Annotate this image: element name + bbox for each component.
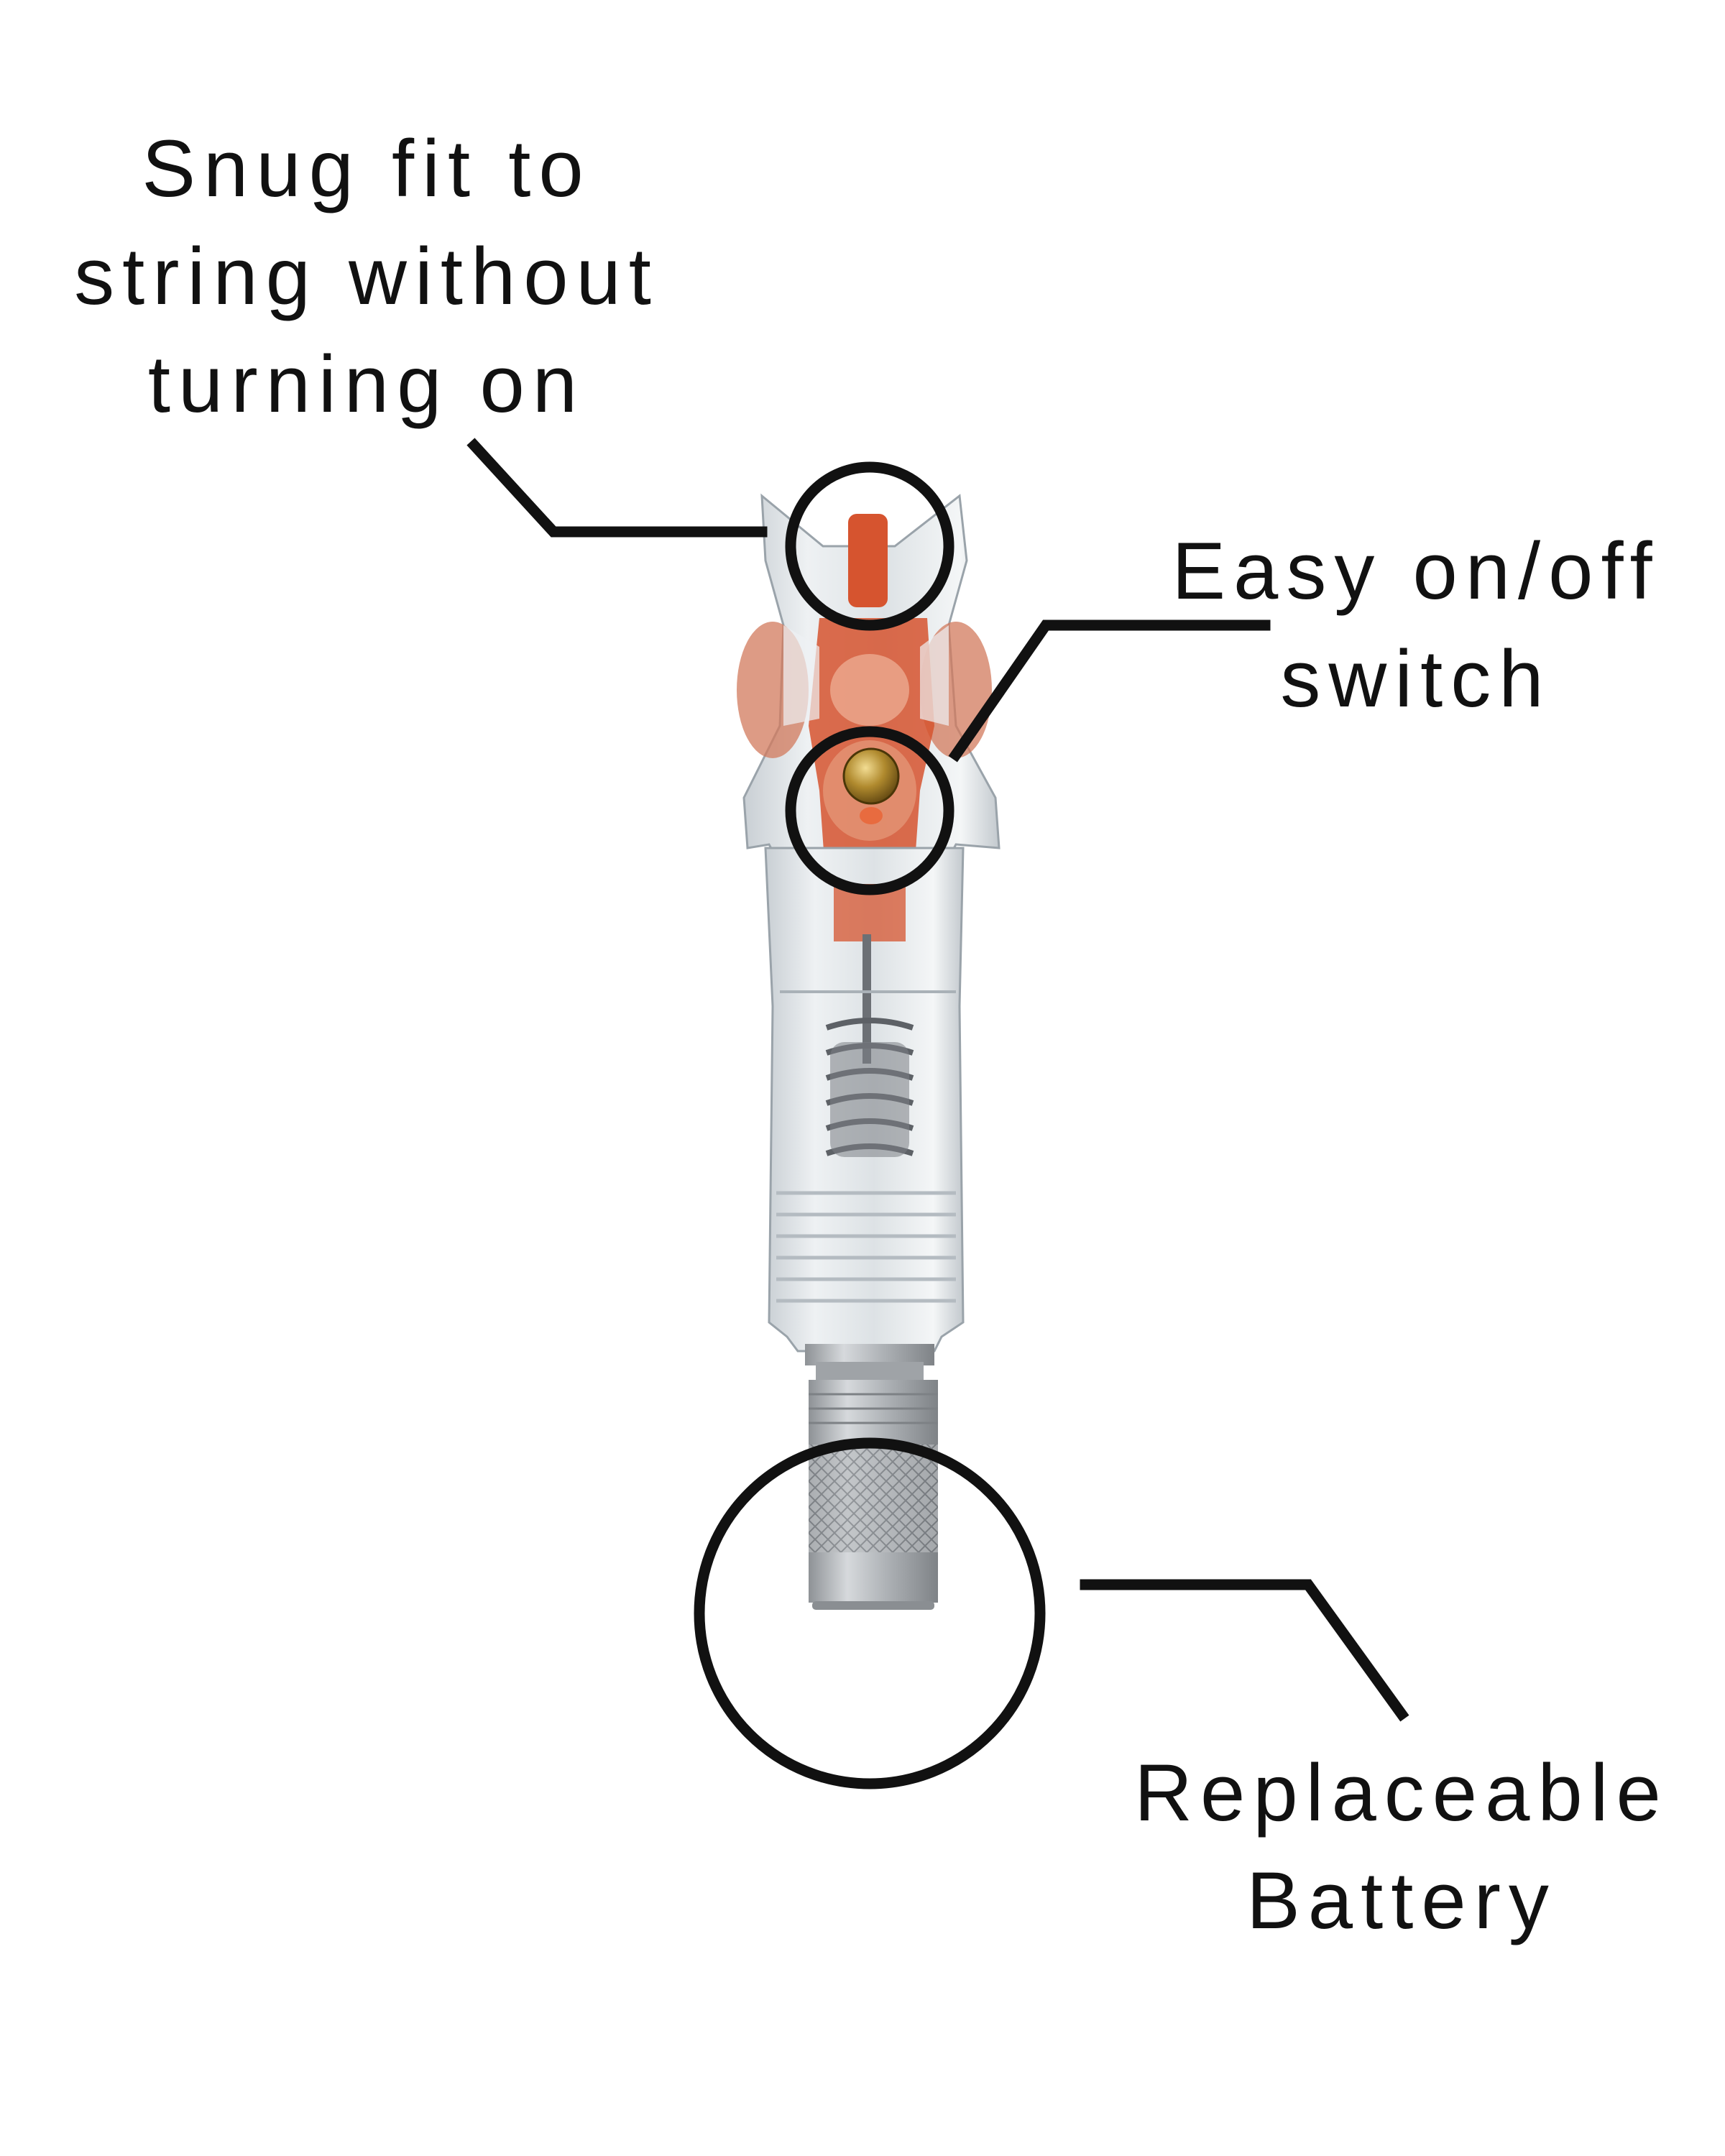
callout-snug-fit-line-2: string without: [74, 231, 659, 321]
leader-line-switch: [948, 619, 1271, 763]
callout-circle-snug: [785, 461, 954, 631]
battery-cap: [805, 1344, 938, 1610]
callout-circle-battery: [694, 1437, 1046, 1789]
leader-line-battery: [1080, 1579, 1409, 1722]
leader-line-snug: [466, 438, 768, 538]
callout-switch-line-1: Easy on/off: [1172, 526, 1660, 616]
callout-switch-line-2: switch: [1280, 634, 1552, 724]
callout-replaceable-battery: Replaceable Battery: [1078, 1739, 1725, 1955]
callout-snug-fit-line-1: Snug fit to: [142, 124, 592, 213]
callout-snug-fit-line-3: turning on: [147, 339, 586, 429]
callout-snug-fit: Snug fit to string without turning on: [22, 115, 712, 438]
nock-body: [764, 847, 965, 1353]
callout-on-off-switch: Easy on/off switch: [1107, 517, 1725, 733]
callout-circle-switch: [785, 726, 954, 895]
switch-button: [823, 740, 916, 841]
callout-battery-line-1: Replaceable: [1134, 1748, 1669, 1838]
callout-battery-line-2: Battery: [1246, 1856, 1557, 1945]
